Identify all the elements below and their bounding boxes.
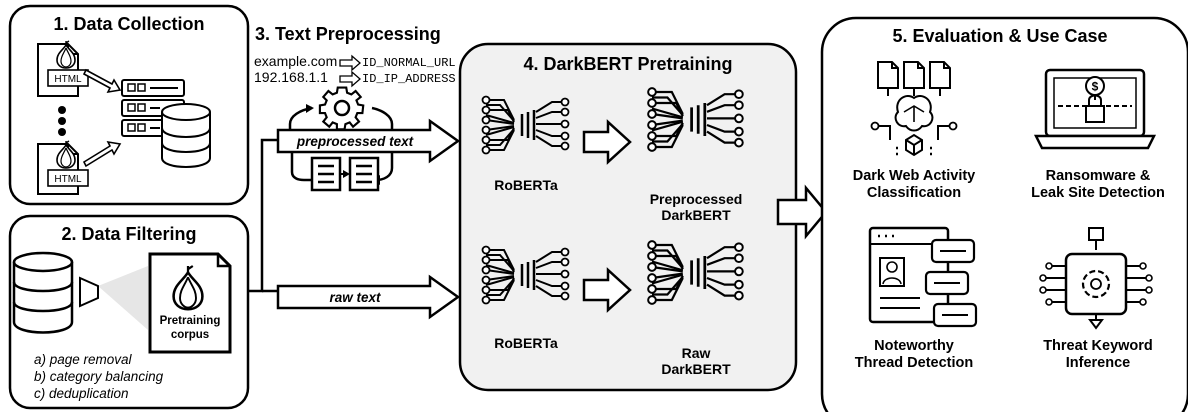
raw-text-label: raw text — [329, 290, 381, 305]
html-label: HTML — [54, 74, 82, 85]
pretraining-corpus-icon: Pretraining corpus — [148, 252, 232, 354]
evaluation-title: 5. Evaluation & Use Case — [892, 26, 1107, 46]
use-case-label: Leak Site Detection — [1031, 185, 1165, 201]
flow-line — [248, 138, 278, 293]
use-case-label: Ransomware & — [1046, 168, 1151, 184]
use-case-label: Dark Web Activity — [853, 168, 976, 184]
collect-arrow — [82, 68, 122, 168]
data-filtering-title: 2. Data Filtering — [61, 224, 196, 244]
evaluation-arrow — [776, 184, 828, 240]
corpus-label: corpus — [171, 329, 209, 341]
ellipsis-dot — [58, 117, 66, 125]
chip-icon — [1039, 227, 1153, 330]
preprocessed-darkbert-label: DarkBERT — [661, 207, 731, 223]
raw-darkbert-label: Raw — [682, 345, 711, 361]
preprocessed-text-arrow: preprocessed text — [276, 118, 461, 164]
use-case-label: Noteworthy — [874, 338, 954, 354]
cycle-line — [290, 152, 314, 182]
cycle-arrowhead — [306, 104, 314, 113]
roberta-label: RoBERTa — [494, 177, 558, 193]
laptop-lock-icon: $ — [1033, 68, 1157, 150]
svg-text:$: $ — [1092, 80, 1099, 94]
use-case-label: Thread Detection — [855, 355, 973, 371]
filter-step: b) category balancing — [34, 369, 164, 384]
html-label: HTML — [54, 174, 82, 185]
database-icon — [161, 103, 211, 168]
document-icon — [348, 156, 380, 192]
doc-link-head — [343, 170, 350, 178]
input-url: example.com — [254, 53, 337, 69]
use-case-label: Threat Keyword — [1043, 338, 1153, 354]
input-ip: 192.168.1.1 — [254, 69, 328, 85]
filter-step: a) page removal — [34, 352, 133, 367]
filter-step: c) deduplication — [34, 386, 129, 401]
output-url: ID_NORMAL_URL — [362, 56, 456, 70]
raw-darkbert-label: DarkBERT — [661, 361, 731, 377]
document-icon — [310, 156, 342, 192]
dark-web-classification-icon — [870, 61, 958, 157]
preprocessed-darkbert-label: Preprocessed — [650, 191, 743, 207]
pretraining-title: 4. DarkBERT Pretraining — [523, 54, 732, 74]
gear-icon — [318, 86, 365, 131]
funnel-icon — [79, 266, 148, 330]
train-arrow — [582, 119, 632, 165]
preprocessed-text-label: preprocessed text — [296, 134, 414, 149]
text-preprocessing-title: 3. Text Preprocessing — [255, 24, 441, 44]
use-case-label: Inference — [1066, 355, 1130, 371]
train-arrow — [582, 267, 632, 313]
ellipsis-dot — [58, 106, 66, 114]
transform-arrow — [339, 54, 361, 88]
use-case-label: Classification — [867, 185, 961, 201]
cycle-line — [371, 106, 394, 136]
raw-text-arrow: raw text — [276, 274, 461, 320]
server-icon — [121, 79, 185, 137]
corpus-label: Pretraining — [160, 315, 221, 327]
output-ip: ID_IP_ADDRESS — [362, 72, 456, 86]
data-collection-title: 1. Data Collection — [53, 14, 204, 34]
forum-icon — [868, 226, 978, 328]
ellipsis-dot — [58, 128, 66, 136]
roberta-label: RoBERTa — [494, 335, 558, 351]
database-icon — [12, 251, 74, 334]
